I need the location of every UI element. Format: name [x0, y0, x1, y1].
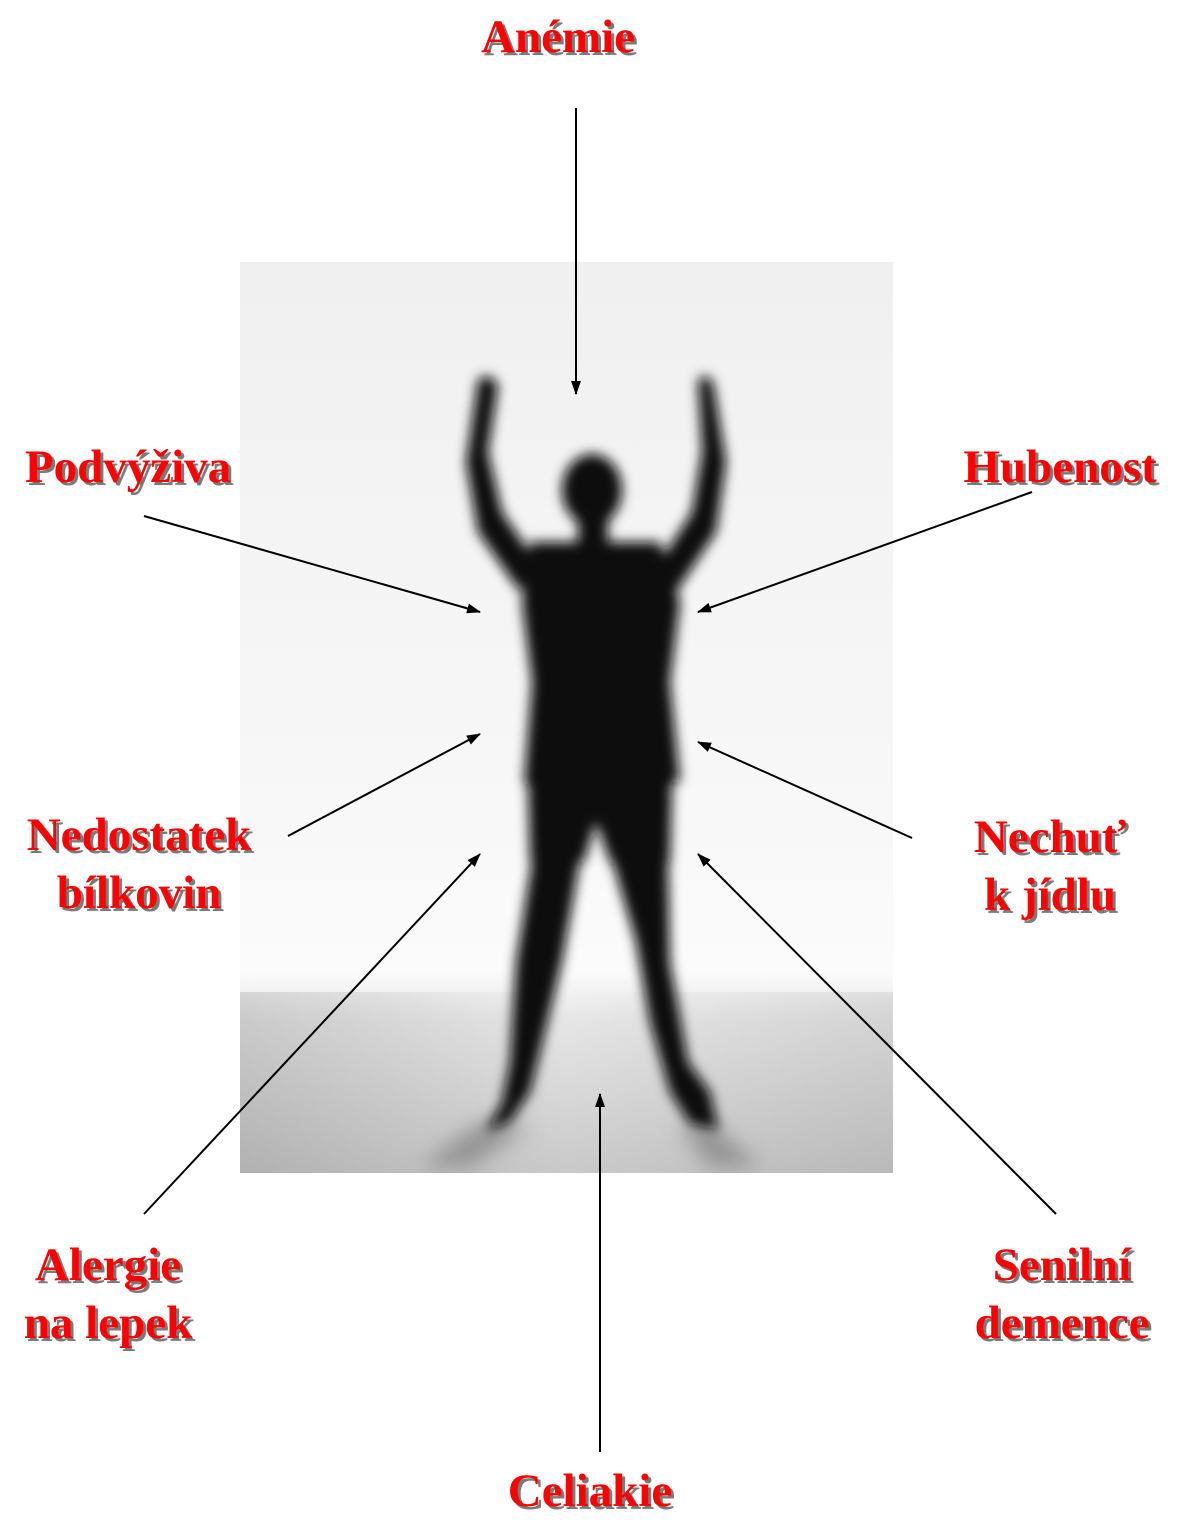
label-celiakie-text: Celiakie: [490, 1462, 690, 1520]
arrow-nedostatek-bilkovin: [288, 734, 480, 836]
label-nechut-line1: Nechuť: [940, 808, 1160, 866]
label-senilni-line1: Senilní: [956, 1236, 1168, 1294]
arrow-hubenost: [698, 492, 1032, 612]
label-alergie-line1: Alergie: [6, 1236, 210, 1294]
label-senilni-line2: demence: [956, 1294, 1168, 1352]
label-nedostatek-bilkovin: Nedostatek bílkovin: [6, 806, 272, 922]
label-nechut-line2: k jídlu: [940, 866, 1160, 924]
label-hubenost: Hubenost: [944, 438, 1176, 496]
label-alergie-line2: na lepek: [6, 1294, 210, 1352]
label-anemie: Anémie: [458, 8, 658, 66]
label-nechut-k-jidlu: Nechuť k jídlu: [940, 808, 1160, 924]
label-celiakie: Celiakie: [490, 1462, 690, 1520]
label-nedostatek-line2: bílkovin: [6, 864, 272, 922]
label-hubenost-text: Hubenost: [944, 438, 1176, 496]
label-anemie-text: Anémie: [458, 8, 658, 66]
label-podvyziva-text: Podvýživa: [8, 438, 248, 496]
label-nedostatek-line1: Nedostatek: [6, 806, 272, 864]
label-senilni-demence: Senilní demence: [956, 1236, 1168, 1352]
label-alergie-na-lepek: Alergie na lepek: [6, 1236, 210, 1352]
label-podvyziva: Podvýživa: [8, 438, 248, 496]
arrow-nechut-k-jidlu: [698, 742, 912, 838]
arrow-podvyziva: [144, 516, 480, 612]
